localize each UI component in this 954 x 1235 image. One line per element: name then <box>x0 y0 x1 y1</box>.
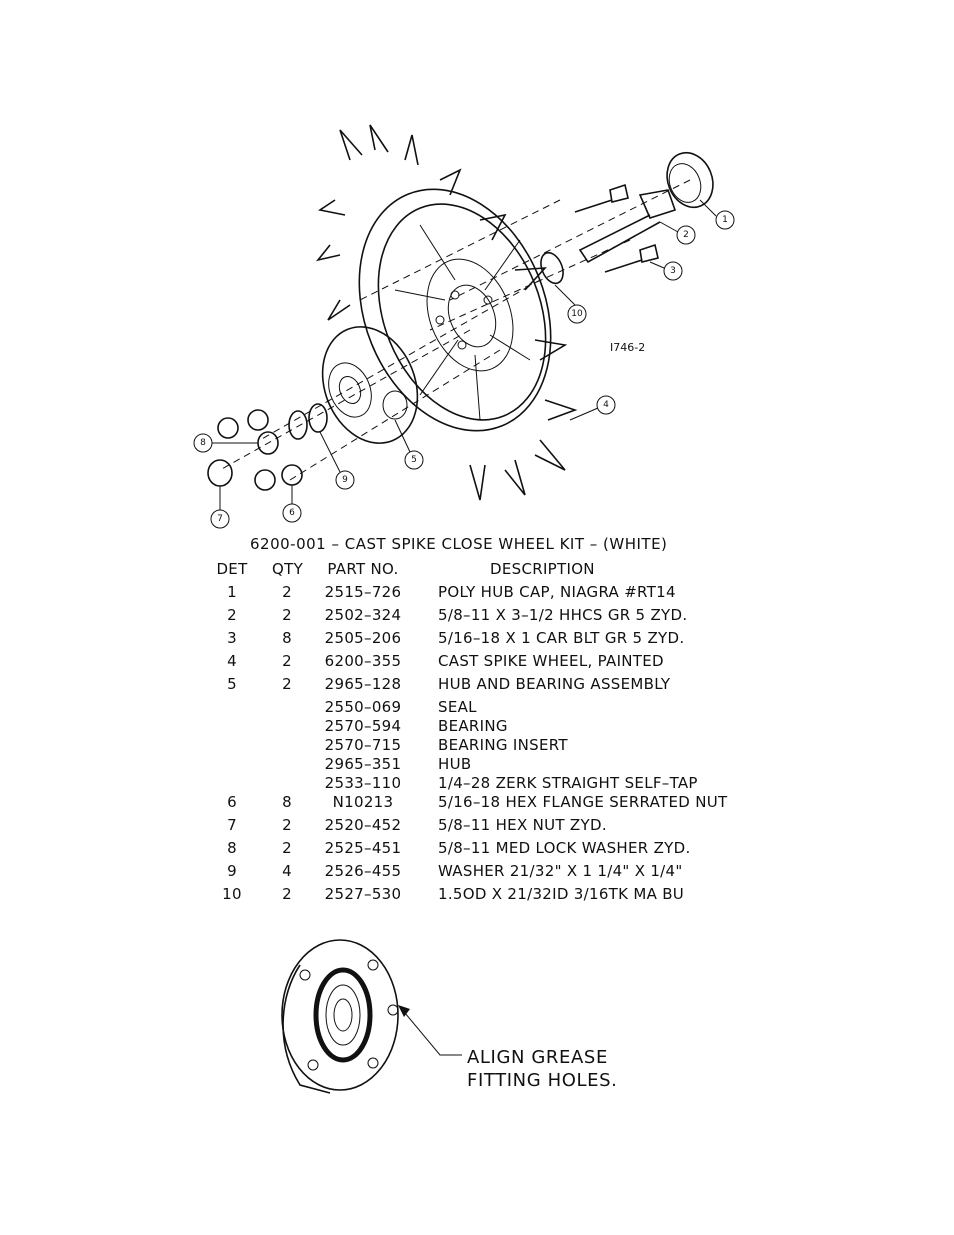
cell-desc: BEARING <box>438 717 508 735</box>
cell-part: 2520–452 <box>324 816 402 834</box>
callout-7: 7 <box>210 486 230 529</box>
cell-part: 2965–351 <box>324 755 402 773</box>
fastener-parts <box>207 403 328 491</box>
svg-text:1: 1 <box>722 215 728 225</box>
cell-desc: BEARING INSERT <box>438 736 568 754</box>
cell-det: 9 <box>227 862 237 880</box>
cell-desc: 5/8–11 X 3–1/2 HHCS GR 5 ZYD. <box>438 606 688 624</box>
cell-desc: CAST SPIKE WHEEL, PAINTED <box>438 652 664 670</box>
cell-part: 2570–594 <box>324 717 402 735</box>
cell-det: 7 <box>227 816 237 834</box>
hex-bolt <box>578 189 677 264</box>
cell-qty: 2 <box>282 606 292 624</box>
cell-desc: 5/16–18 HEX FLANGE SERRATED NUT <box>438 793 728 811</box>
svg-text:10: 10 <box>571 309 583 319</box>
cell-part: 6200–355 <box>324 652 402 670</box>
cell-part: 2525–451 <box>324 839 402 857</box>
cell-desc: POLY HUB CAP, NIAGRA #RT14 <box>438 583 676 601</box>
cell-desc: 5/16–18 X 1 CAR BLT GR 5 ZYD. <box>438 629 685 647</box>
callout-2: 2 <box>659 221 696 245</box>
cell-qty: 2 <box>282 675 292 693</box>
cell-qty: 8 <box>282 629 292 647</box>
cell-det: 2 <box>227 606 237 624</box>
svg-text:6: 6 <box>289 508 295 518</box>
kit-title: 6200-001 – CAST SPIKE CLOSE WHEEL KIT – … <box>250 535 668 553</box>
cell-qty: 2 <box>282 816 292 834</box>
cell-det: 1 <box>227 583 237 601</box>
svg-text:5: 5 <box>411 455 417 465</box>
align-note-line2: FITTING HOLES. <box>467 1070 618 1091</box>
svg-text:3: 3 <box>670 266 676 276</box>
cell-det: 5 <box>227 675 237 693</box>
cell-qty: 8 <box>282 793 292 811</box>
header-desc: DESCRIPTION <box>490 560 595 578</box>
cell-qty: 2 <box>282 839 292 857</box>
cell-part: 2526–455 <box>324 862 402 880</box>
svg-text:2: 2 <box>683 230 689 240</box>
cell-qty: 2 <box>282 583 292 601</box>
svg-text:9: 9 <box>342 475 348 485</box>
cell-qty: 4 <box>282 862 292 880</box>
cell-part: 2570–715 <box>324 736 402 754</box>
cast-spike-wheel <box>315 124 578 501</box>
cell-desc: 5/8–11 MED LOCK WASHER ZYD. <box>438 839 691 857</box>
cell-desc: SEAL <box>438 698 477 716</box>
cell-qty: 2 <box>282 652 292 670</box>
header-part: PART NO. <box>327 560 399 578</box>
cell-det: 8 <box>227 839 237 857</box>
cell-part: 2533–110 <box>324 774 402 792</box>
cell-desc: 5/8–11 HEX NUT ZYD. <box>438 816 607 834</box>
cell-part: 2550–069 <box>324 698 402 716</box>
align-note-line1: ALIGN GREASE <box>467 1047 608 1068</box>
callout-5: 5 <box>394 419 424 470</box>
callout-10: 10 <box>554 284 587 324</box>
cell-part: 2527–530 <box>324 885 402 903</box>
cell-det: 3 <box>227 629 237 647</box>
callout-6: 6 <box>282 485 302 523</box>
svg-text:7: 7 <box>217 514 223 524</box>
align-grease-note: ALIGN GREASE FITTING HOLES. <box>467 1046 617 1092</box>
exploded-wheel-drawing: 1 2 3 4 5 6 7 8 9 10 I746-2 <box>193 124 735 529</box>
cell-part: 2515–726 <box>324 583 402 601</box>
header-qty: QTY <box>272 560 304 578</box>
hub-alignment-drawing <box>281 939 462 1094</box>
cell-desc: 1/4–28 ZERK STRAIGHT SELF–TAP <box>438 774 698 792</box>
carriage-bolts <box>574 183 659 273</box>
cell-part: 2965–128 <box>324 675 402 693</box>
callout-9: 9 <box>319 431 355 490</box>
cell-desc: WASHER 21/32" X 1 1/4" X 1/4" <box>438 862 683 880</box>
header-det: DET <box>216 560 248 578</box>
svg-text:4: 4 <box>603 400 609 410</box>
cell-desc: HUB <box>438 755 472 773</box>
callout-4: 4 <box>569 395 616 421</box>
callout-1: 1 <box>699 199 735 230</box>
hub-bearing-assembly <box>321 326 419 444</box>
cell-desc: 1.5OD X 21/32ID 3/16TK MA BU <box>438 885 685 903</box>
washer-10 <box>540 251 564 285</box>
cell-part: 2505–206 <box>324 629 402 647</box>
poly-hub-cap <box>666 151 714 209</box>
cell-part: N10213 <box>332 793 394 811</box>
drawing-reference-code: I746-2 <box>610 341 645 354</box>
svg-text:8: 8 <box>200 438 206 448</box>
cell-det: 6 <box>227 793 237 811</box>
callout-8: 8 <box>193 433 258 453</box>
cell-det: 4 <box>227 652 237 670</box>
cell-qty: 2 <box>282 885 292 903</box>
cell-det: 10 <box>222 885 242 903</box>
cell-desc: HUB AND BEARING ASSEMBLY <box>438 675 671 693</box>
cell-part: 2502–324 <box>324 606 402 624</box>
callout-3: 3 <box>649 261 683 281</box>
